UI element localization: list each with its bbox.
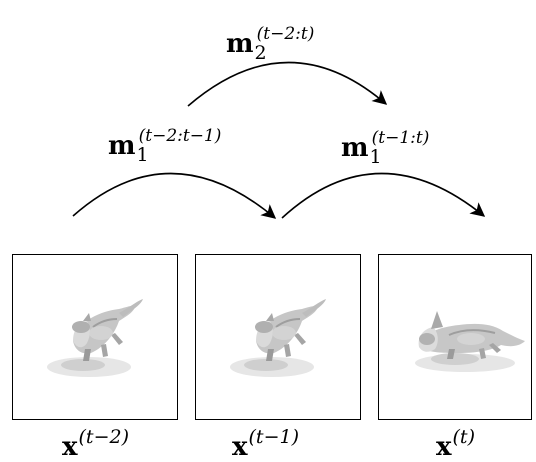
label-x-t-minus-1: x(t−1) bbox=[232, 426, 299, 462]
message-arrows-diagram bbox=[72, 61, 486, 219]
label-x-t-minus-2: x(t−2) bbox=[62, 426, 129, 462]
dinosaur-toy-image bbox=[415, 311, 525, 372]
dinosaur-toy-image bbox=[230, 299, 326, 377]
dinosaur-toy-image bbox=[47, 299, 143, 377]
arrow-m1-right bbox=[281, 172, 486, 219]
arrow-m2 bbox=[187, 61, 388, 107]
arrow-m1-left bbox=[72, 172, 277, 219]
frame-t bbox=[378, 254, 532, 420]
label-m1-right: m1(t−1:t) bbox=[341, 128, 430, 168]
label-m1-left: m1(t−2:t−1) bbox=[108, 126, 222, 166]
label-x-t: x(t) bbox=[436, 426, 475, 462]
label-m2: m2(t−2:t) bbox=[226, 24, 315, 64]
frame-t-minus-1 bbox=[195, 254, 361, 420]
frame-t-minus-2 bbox=[12, 254, 178, 420]
